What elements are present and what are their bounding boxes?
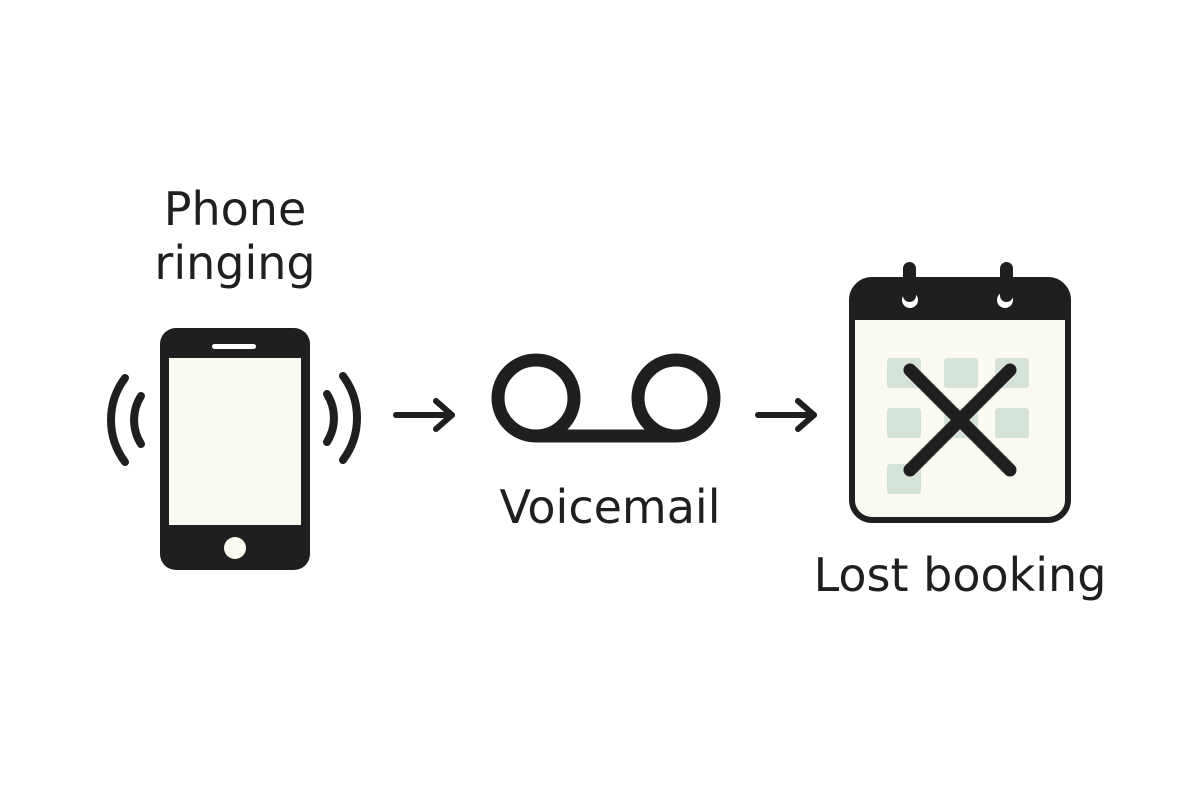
step-voicemail-label: Voicemail [499, 480, 721, 534]
step-lost-booking-label: Lost booking [813, 548, 1107, 602]
step-phone-label: Phone ringing [80, 182, 390, 290]
voicemail-icon [491, 353, 721, 443]
smartphone-ringing-icon [107, 328, 361, 570]
step-phone-label-line1: Phone [163, 182, 307, 236]
arrow-right-icon [393, 398, 455, 432]
arrow-right-icon [755, 398, 817, 432]
step-phone-label-line2: ringing [154, 236, 316, 290]
calendar-cancelled-icon [849, 262, 1071, 523]
